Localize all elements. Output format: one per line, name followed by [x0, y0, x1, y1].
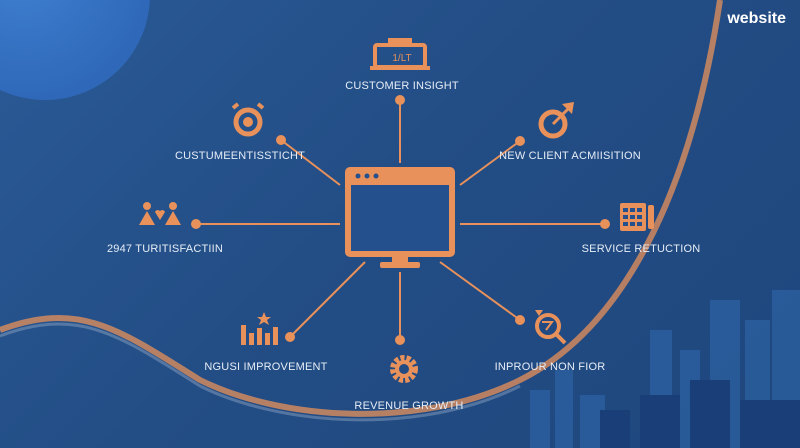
node-label-revenue-growth: REVENUE GROWTH — [354, 400, 464, 412]
connectors — [196, 100, 605, 340]
brand-logo: website — [727, 10, 786, 27]
node-label-improvement: NGUSI IMPROVEMENT — [204, 361, 328, 373]
node-label-service-reduction: SERVICE RETUCTION — [581, 243, 701, 255]
calendar-grid-icon — [620, 203, 654, 231]
alarm-clock-icon — [231, 102, 265, 137]
swoosh-shadow — [0, 322, 521, 422]
gear-icon — [390, 355, 418, 383]
node-label-improvement-monitor: INPROUR NON FIOR — [494, 361, 606, 373]
node-label-customer-insight: CUSTOMER INSIGHT — [345, 80, 459, 92]
node-label-customer-satisfaction: CUSTUMEENTISSTICHT — [174, 150, 306, 162]
node-label-24-7-satisfaction: 2947 TURITISFACTIIN — [106, 243, 224, 255]
register-icon-text: 1/LT — [392, 53, 411, 64]
connector-dots — [191, 95, 610, 345]
register-icon: 1/LT — [370, 38, 430, 70]
node-label-new-client-acquisition: NEW CLIENT ACMIISITION — [499, 150, 641, 162]
bar-chart-star-icon — [241, 312, 278, 345]
target-arrow-icon — [538, 102, 574, 139]
people-heart-icon — [139, 202, 181, 225]
monitor-icon — [345, 167, 455, 268]
city-skyline-front — [600, 380, 800, 448]
magnifier-gear-icon — [535, 310, 567, 345]
swoosh-curve — [0, 0, 723, 417]
decorative-circle — [0, 0, 150, 100]
